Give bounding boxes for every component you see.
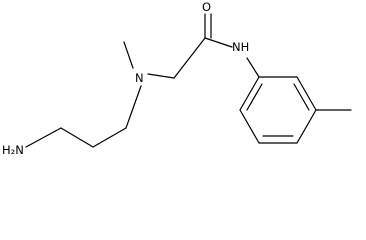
bond-ring-inner-3 bbox=[293, 83, 310, 111]
bond-ch2-carbonyl bbox=[173, 37, 206, 79]
amine-nitrogen-label: N bbox=[135, 71, 144, 85]
bond-ring-2 bbox=[239, 109, 260, 144]
bond-n-ch2 bbox=[147, 73, 175, 79]
molecule-canvas: O NH N H₂N bbox=[2, 0, 352, 157]
bond-carbonyl-nh bbox=[204, 37, 233, 48]
bond-n-methyl bbox=[123, 41, 134, 69]
amide-nh-label: NH bbox=[232, 40, 249, 54]
bond-nh-ring bbox=[246, 57, 260, 78]
bond-c1-c2 bbox=[60, 127, 94, 148]
bond-ring-4 bbox=[296, 109, 317, 144]
oxygen-label: O bbox=[202, 0, 211, 14]
bond-nh2-c1 bbox=[25, 127, 62, 148]
atom-labels: O NH N H₂N bbox=[2, 0, 249, 157]
amine-nh2-label: H₂N bbox=[2, 143, 24, 157]
bonds bbox=[25, 13, 352, 148]
bond-ring-5 bbox=[296, 76, 317, 111]
bond-ring-inner-1 bbox=[246, 83, 263, 111]
bond-ring-1 bbox=[239, 76, 260, 111]
structure-drawing: O NH N H₂N bbox=[2, 0, 352, 157]
bond-c2-c3 bbox=[92, 127, 127, 148]
bond-c3-n bbox=[125, 85, 142, 129]
